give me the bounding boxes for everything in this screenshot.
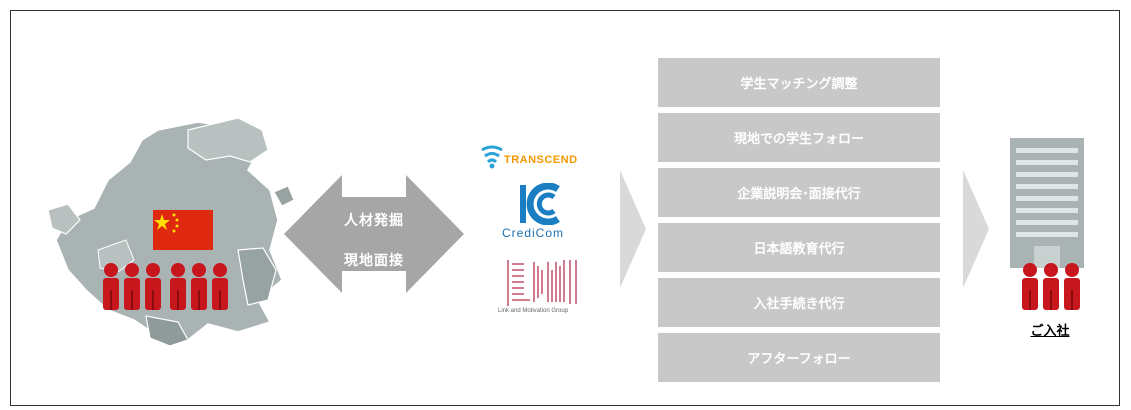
step-label: 日本語教育代行 bbox=[753, 242, 845, 257]
step-label: 学生マッチング調整 bbox=[740, 77, 858, 92]
step-company-briefing-interview: 企業説明会･面接代行 bbox=[658, 168, 940, 217]
china-flag-icon bbox=[153, 210, 213, 250]
flow-arrow-line1: 人材発掘 bbox=[344, 213, 404, 229]
candidates-people-icon bbox=[103, 263, 228, 310]
joined-label: ご入社 bbox=[1030, 324, 1070, 339]
step-onboarding-procedures: 入社手続き代行 bbox=[658, 278, 940, 327]
credicom-logo-icon bbox=[520, 183, 560, 225]
chevron-right-icon bbox=[620, 170, 646, 288]
link-and-motivation-tagline: Link and Motivation Group bbox=[498, 308, 569, 314]
flow-arrow-line2: 現地面接 bbox=[344, 253, 404, 269]
transcend-logo-icon bbox=[481, 145, 503, 169]
joined-people-icon bbox=[1022, 263, 1080, 310]
link-and-motivation-logo-icon bbox=[507, 260, 577, 306]
step-local-student-followup: 現地での学生フォロー bbox=[658, 113, 940, 162]
step-label: アフターフォロー bbox=[747, 352, 851, 367]
step-label: 企業説明会･面接代行 bbox=[737, 187, 861, 202]
step-label: 入社手続き代行 bbox=[753, 297, 845, 312]
transcend-logo-text: TRANSCEND bbox=[504, 154, 578, 166]
step-japanese-education: 日本語教育代行 bbox=[658, 223, 940, 272]
chevron-right-icon bbox=[963, 170, 989, 288]
step-after-followup: アフターフォロー bbox=[658, 333, 940, 382]
step-student-matching: 学生マッチング調整 bbox=[658, 58, 940, 107]
double-arrow-icon bbox=[284, 175, 464, 293]
credicom-logo-text: CrediCom bbox=[502, 226, 565, 240]
step-label: 現地での学生フォロー bbox=[733, 132, 864, 147]
frame-border bbox=[10, 10, 1120, 406]
office-building-icon bbox=[1010, 138, 1084, 268]
